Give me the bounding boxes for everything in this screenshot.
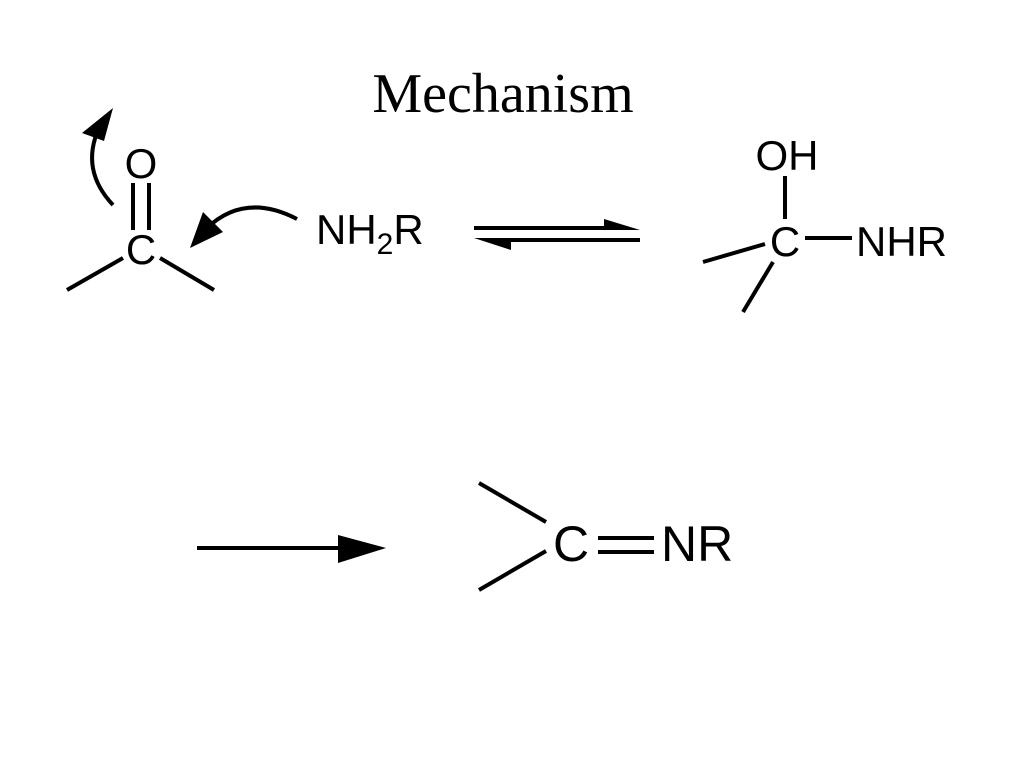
carbinolamine-intermediate: OH C NHR xyxy=(702,132,947,314)
secondary-amine-label: NHR xyxy=(856,218,947,265)
amine-suffix: R xyxy=(393,206,423,253)
imine-nitrogen-label: NR xyxy=(661,516,733,572)
amine-prefix: NH xyxy=(316,206,377,253)
upper-methyl-bond xyxy=(477,481,548,524)
nucleophilic-attack-arrow xyxy=(190,205,298,248)
amine-subscript: 2 xyxy=(377,228,394,261)
imine-carbon-label: C xyxy=(553,516,589,572)
equilibrium-arrows xyxy=(474,219,640,250)
oxygen-atom-label: O xyxy=(125,140,158,187)
arrowhead-icon xyxy=(190,212,223,248)
electron-push-arrow-to-oxygen xyxy=(82,108,115,207)
left-methyl-bond xyxy=(66,256,124,292)
imine-product: C NR xyxy=(477,481,733,592)
carbonyl-carbon-label: C xyxy=(126,226,156,273)
ketone-reactant: O C xyxy=(66,140,216,292)
hydroxyl-label: OH xyxy=(756,132,819,179)
curved-arrow-shaft xyxy=(205,205,298,230)
forward-arrowhead-icon xyxy=(604,219,640,230)
lower-methyl-bond xyxy=(477,549,548,592)
amine-nucleophile-label: NH2R xyxy=(316,206,424,261)
reaction-arrow xyxy=(197,535,386,563)
right-methyl-bond xyxy=(158,256,216,292)
lower-methyl-bond xyxy=(741,260,775,314)
page-title: Mechanism xyxy=(372,63,633,125)
reaction-arrowhead-icon xyxy=(338,535,386,563)
arrowhead-icon xyxy=(82,108,113,141)
reverse-arrowhead-icon xyxy=(474,238,511,250)
tetrahedral-carbon-label: C xyxy=(770,218,800,265)
left-methyl-bond xyxy=(702,242,766,264)
